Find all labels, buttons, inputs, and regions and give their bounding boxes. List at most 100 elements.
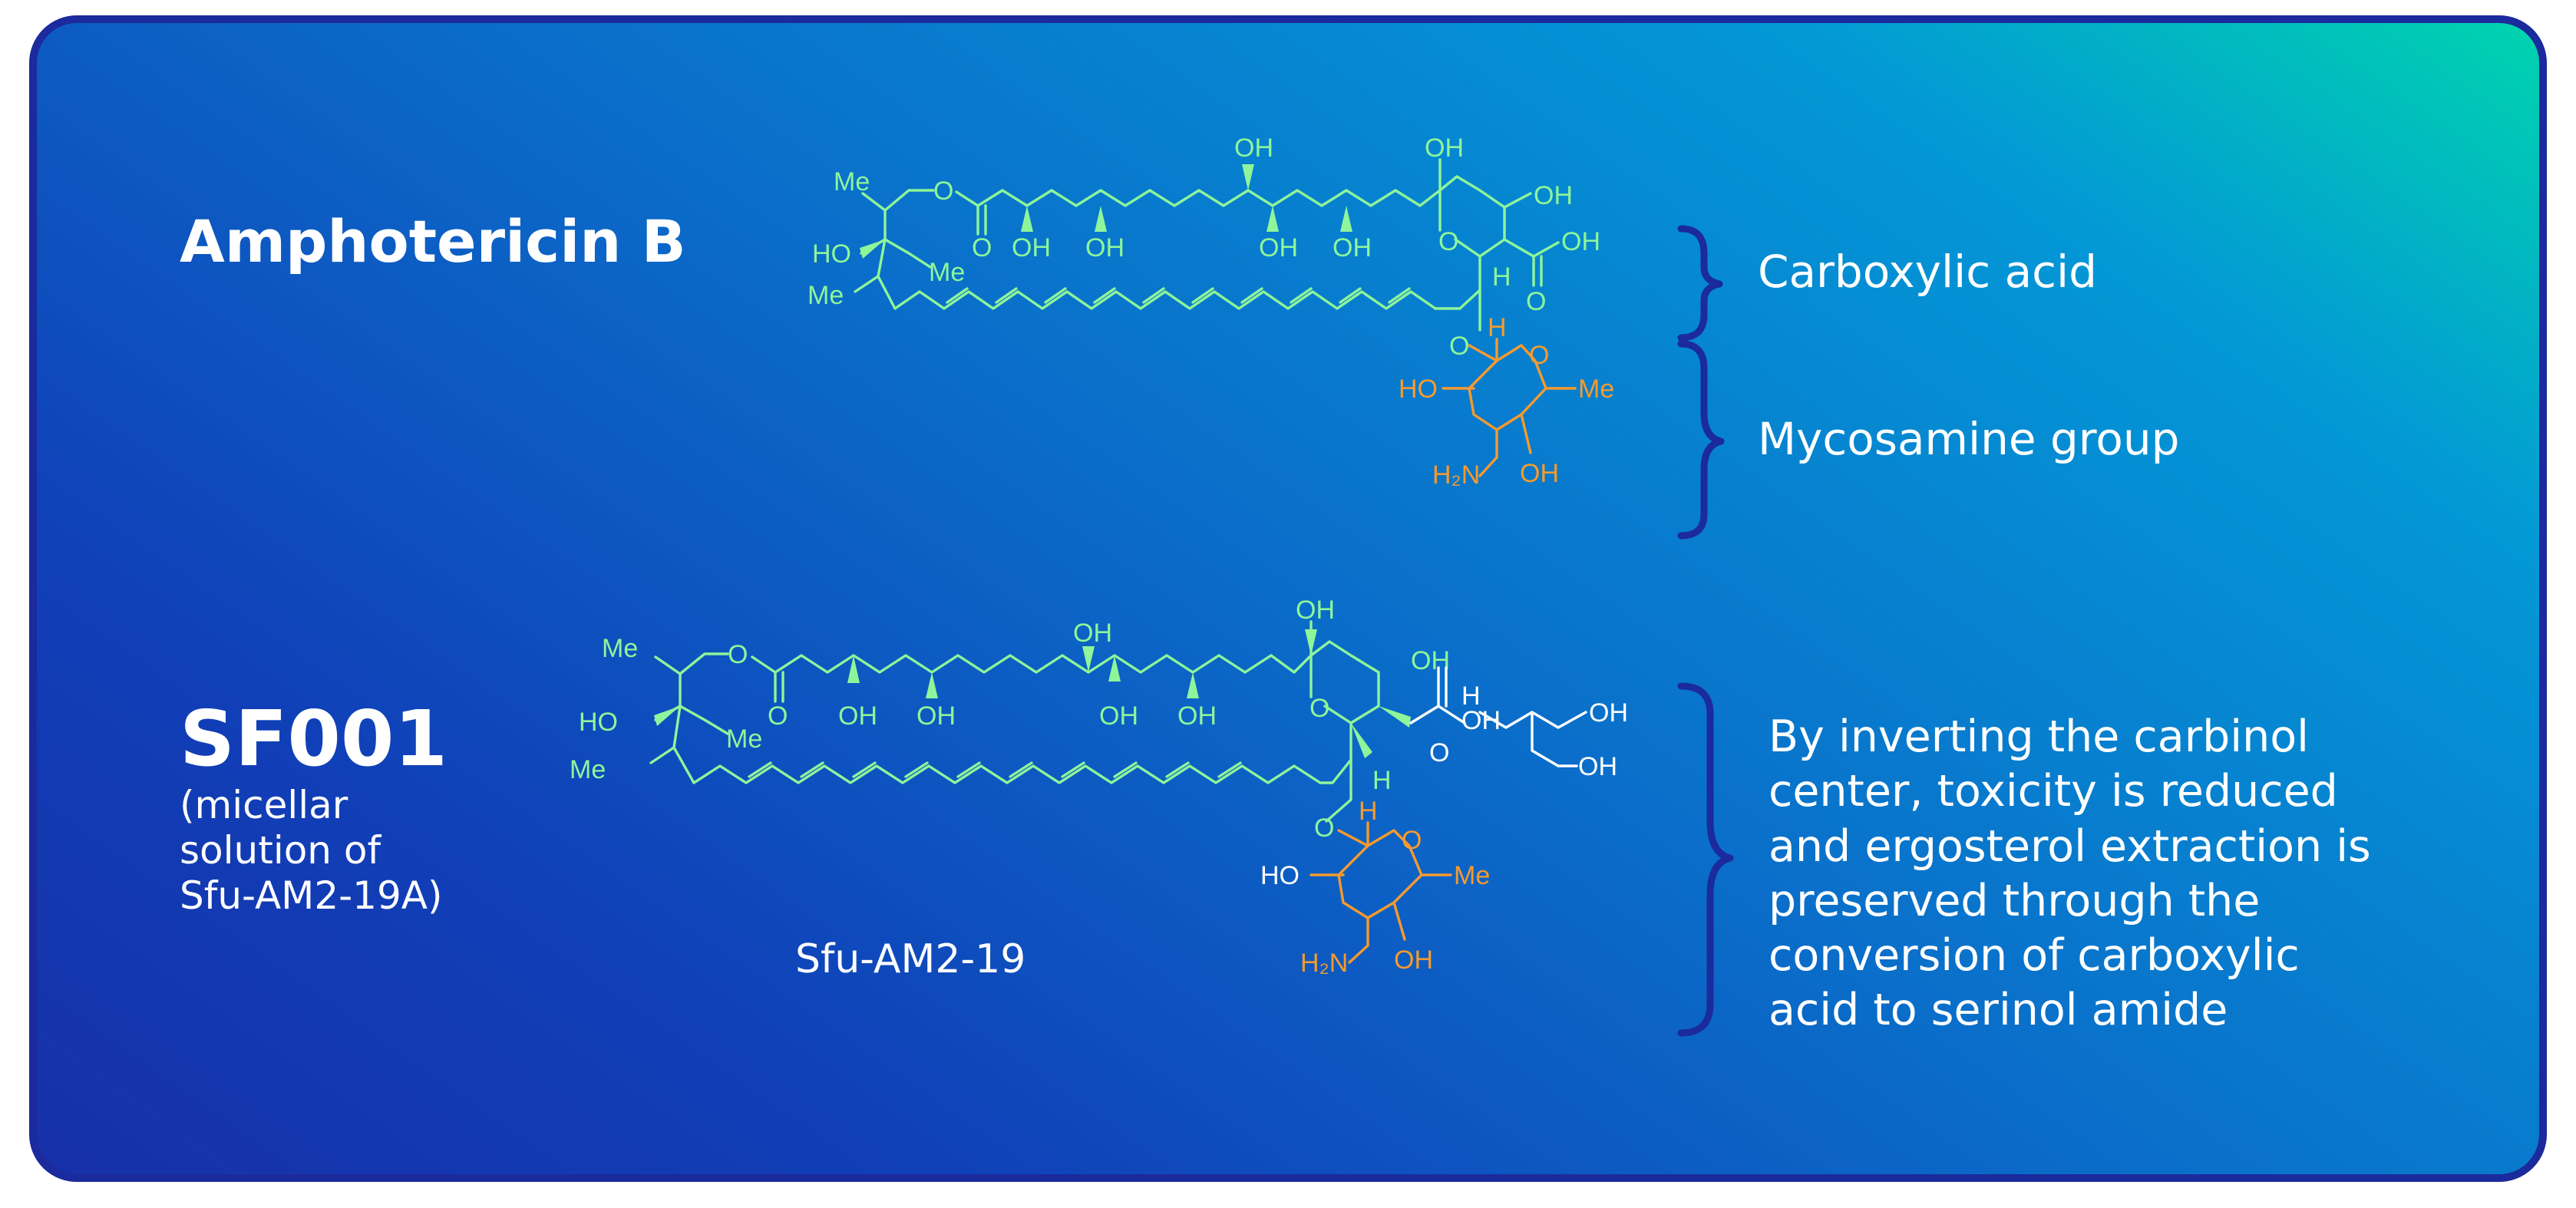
subtitle-line: Sfu-AM2-19A) [180, 873, 443, 918]
mycosamine-label: Mycosamine group [1758, 413, 2180, 465]
upper-chain-bonds [679, 652, 1313, 675]
mycosamine-sugar-bottom: H O Me HO H₂N OH [1260, 797, 1490, 978]
description-line: conversion of carboxylic [1769, 930, 2300, 981]
atom-label: O [1438, 227, 1458, 256]
serinol-amide: O H OH OH OH [1409, 666, 1628, 781]
atom-label: OH [1589, 698, 1628, 728]
description-line: preserved through the [1769, 875, 2261, 926]
polyene-double-bonds [748, 761, 1242, 778]
wedge-bond [1267, 206, 1279, 232]
atom-label: Me [1578, 375, 1614, 404]
atom-label: O [972, 233, 992, 262]
wedge-bond [1021, 206, 1033, 232]
upper-chain-bonds [883, 189, 1442, 212]
wedge-bond [654, 706, 680, 726]
compound1-title: Amphotericin B [180, 207, 686, 276]
atom-label: OH [1012, 233, 1051, 262]
sfu-am2-19-structure [649, 620, 1380, 823]
atom-label: HO [812, 239, 851, 269]
amide-bonds [1409, 666, 1587, 767]
atom-label: O [933, 177, 953, 206]
atom-label: OH [1578, 752, 1617, 781]
polyene-double-bonds [946, 287, 1411, 304]
ester-carbonyl-bond [774, 671, 784, 703]
atom-label: OH [1296, 596, 1335, 625]
atom-label: O [1429, 738, 1449, 767]
atom-label: OH [1394, 946, 1433, 975]
atoms-bottom: Me O O HO Me Me OH OH OH OH OH OH OH O H… [570, 596, 1450, 843]
atom-label: O [1529, 341, 1549, 370]
ester-carbonyl-bond [976, 204, 987, 236]
wedges-bottom [654, 629, 1411, 758]
atom-label: O [1449, 332, 1469, 361]
atom-label: OH [838, 701, 877, 731]
atom-label: HO [1260, 861, 1300, 890]
carboxyl-bonds [1503, 192, 1560, 287]
structure-caption: Sfu-AM2-19 [795, 936, 1026, 982]
wedge-bond [1242, 164, 1254, 190]
content-panel: Amphotericin B Carboxylic acid Mycosamin… [29, 15, 2547, 1182]
atom-label: OH [1461, 706, 1501, 735]
compound2-title: SF001 [180, 694, 448, 784]
structure-drawings: Me O O HO Me Me OH OH OH OH OH OH OH O O… [570, 134, 1734, 1037]
mycosamine-brace [1677, 340, 1725, 540]
subtitle-line: solution of [180, 828, 381, 873]
compound2-subtitle: (micellar solution of Sfu-AM2-19A) [180, 783, 443, 919]
amphotericin-structure: Me O O HO Me Me OH OH OH OH OH OH OH O O… [807, 134, 1600, 361]
description-line: acid to serinol amide [1769, 985, 2228, 1036]
atom-label: HO [1399, 375, 1438, 404]
carboxylic-acid-brace [1677, 225, 1723, 342]
atom-label: H [1359, 797, 1378, 826]
atom-label: Me [1454, 861, 1490, 890]
polyene-chain-bonds [893, 290, 1437, 310]
wedge-bond [1187, 672, 1199, 698]
pyran-ring-bonds [1434, 158, 1506, 310]
compound2-description: By inverting the carbinol center, toxici… [1769, 710, 2459, 1038]
wedge-bond [860, 239, 885, 259]
atom-label: OH [1259, 233, 1298, 262]
wedge-bond [1379, 706, 1411, 728]
glycoside-bond [1325, 758, 1352, 823]
atom-label: OH [1534, 181, 1573, 210]
atom-label: O [1314, 814, 1334, 843]
wedge-bond [1340, 206, 1352, 232]
description-line: and ergosterol extraction is [1769, 820, 2371, 872]
atom-label: H [1492, 262, 1511, 292]
atom-label: OH [1411, 646, 1450, 675]
atom-label: O [1402, 826, 1422, 855]
atom-label: O [768, 701, 788, 731]
description-brace [1677, 682, 1734, 1037]
sugar-ring-bonds [1309, 829, 1452, 964]
wedge-bond [1082, 646, 1095, 672]
wedge-bond [1108, 655, 1121, 682]
atom-label: OH [1425, 134, 1464, 163]
atom-label: OH [1177, 701, 1217, 731]
atom-label: Me [570, 755, 606, 784]
atom-label: OH [1561, 227, 1600, 256]
description-line: By inverting the carbinol [1769, 711, 2309, 762]
polyene-chain-bonds [692, 764, 1322, 784]
atom-label: Me [834, 167, 870, 196]
atom-label: Me [602, 634, 638, 663]
wedge-bond [1351, 723, 1372, 758]
wedge-bond [1095, 206, 1107, 232]
atom-label: OH [1073, 619, 1112, 648]
atom-label: O [728, 640, 748, 669]
atom-label: OH [1085, 233, 1125, 262]
atom-label: OH [1333, 233, 1372, 262]
atom-label: H [1488, 313, 1507, 342]
atom-label: OH [916, 701, 956, 731]
atom-label: H [1461, 682, 1481, 711]
atom-label: HO [579, 708, 618, 737]
atom-label: H₂N [1300, 949, 1348, 978]
subtitle-line: (micellar [180, 783, 348, 827]
wedge-bond [847, 655, 860, 683]
atom-label: H₂N [1432, 460, 1480, 490]
wedge-bond [926, 672, 938, 698]
sugar-ring-bonds [1442, 344, 1577, 477]
atom-label: O [1309, 694, 1329, 723]
wedge-bond [1305, 629, 1317, 655]
atom-label: Me [929, 258, 965, 287]
atom-label: O [1526, 287, 1546, 316]
atom-label: OH [1099, 701, 1138, 731]
